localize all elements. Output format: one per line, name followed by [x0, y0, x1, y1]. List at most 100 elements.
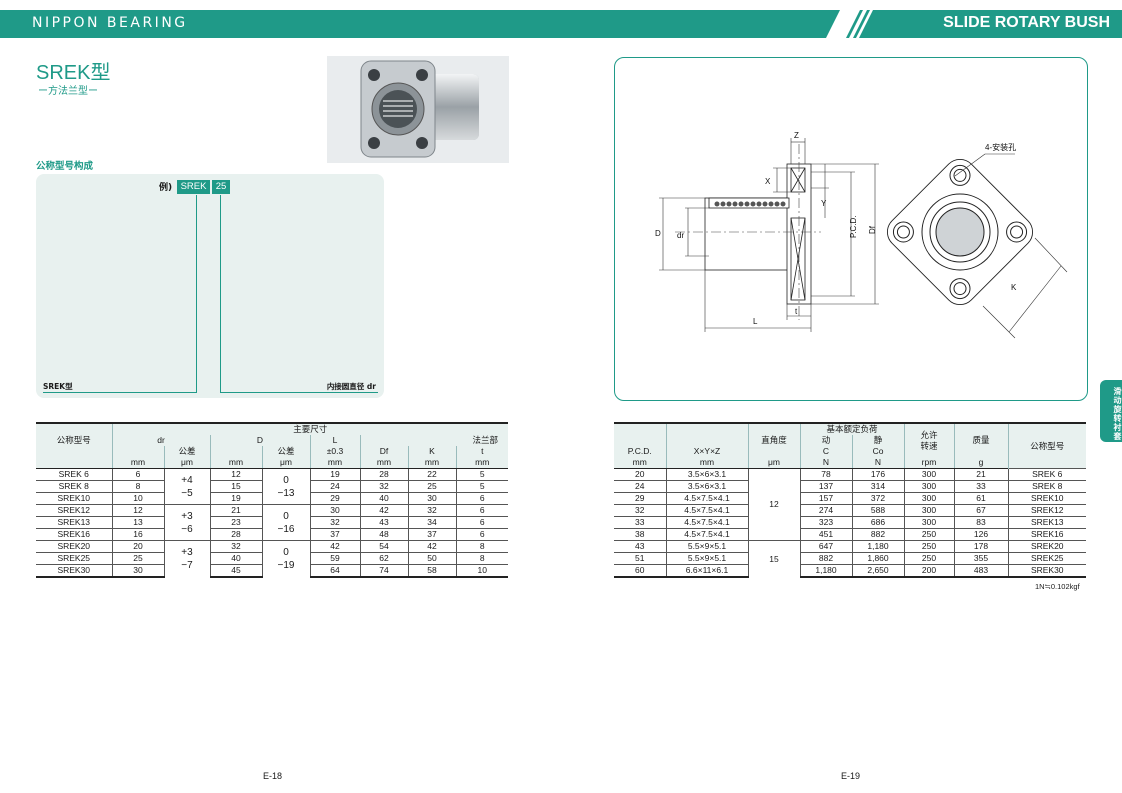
- table-cell: 176: [851, 468, 904, 481]
- table-cell: 10: [111, 492, 164, 505]
- table-cell: SREK10: [36, 492, 112, 505]
- dim-label-Df: Df: [868, 225, 877, 234]
- table-cell: 32: [359, 480, 408, 493]
- table-cell: 16: [111, 528, 164, 541]
- table-cell: 30: [111, 564, 164, 578]
- table-cell: 686: [851, 516, 904, 529]
- table-cell: 4.5×7.5×4.1: [665, 492, 748, 505]
- table-cell: 74: [359, 564, 408, 578]
- example-label: 例): [159, 183, 173, 193]
- header-bar-right: [862, 10, 1122, 38]
- table-cell: 42: [407, 540, 456, 553]
- tolerance-cell: +4−5: [163, 468, 210, 505]
- table-cell: 25: [111, 552, 164, 565]
- dim-label-x: X: [765, 177, 771, 186]
- table-cell: 37: [407, 528, 456, 541]
- table-cell: 32: [614, 504, 666, 517]
- table-cell: 137: [799, 480, 852, 493]
- side-chapter-tab[interactable]: 滑动旋转衬套: [1100, 380, 1122, 442]
- table-cell: 34: [407, 516, 456, 529]
- col-header-Df: Df: [359, 446, 408, 457]
- table-cell: 51: [614, 552, 666, 565]
- table-cell: SREK12: [1007, 504, 1086, 517]
- table-cell: 30: [407, 492, 456, 505]
- table-cell: 21: [953, 468, 1008, 481]
- table-cell: 372: [851, 492, 904, 505]
- table-cell: 1,860: [851, 552, 904, 565]
- table-cell: 61: [953, 492, 1008, 505]
- table-cell: 21: [209, 504, 262, 517]
- table-cell: 43: [359, 516, 408, 529]
- unit-label: N: [799, 457, 852, 469]
- table-cell: SREK16: [36, 528, 112, 541]
- perpendicularity-cell: 12: [747, 468, 800, 541]
- table-cell: 4.5×7.5×4.1: [665, 504, 748, 517]
- unit-label: mm: [359, 457, 408, 469]
- table-cell: 13: [111, 516, 164, 529]
- table-cell: 54: [359, 540, 408, 553]
- col-header-L: L: [309, 435, 360, 446]
- dimension-diagram-panel: Z X Y D dr P.C.D. Df L t K 4-安装孔: [614, 57, 1088, 401]
- table-cell: SREK 6: [1007, 468, 1086, 481]
- table-cell: 3.5×6×3.1: [665, 468, 748, 481]
- col-header-mass: 质量: [953, 422, 1008, 457]
- col-header-main-dimensions: 主要尺寸: [111, 422, 508, 435]
- col-header-xyz: X×Y×Z: [665, 446, 748, 457]
- tolerance-cell: +3−6: [163, 504, 210, 541]
- product-photo: [327, 56, 509, 163]
- dim-label-D: D: [655, 229, 661, 238]
- table-cell: 67: [953, 504, 1008, 517]
- table-cell: 32: [309, 516, 360, 529]
- header-title: SLIDE ROTARY BUSH: [943, 14, 1110, 31]
- dim-label-z: Z: [794, 131, 799, 140]
- note-bore-diameter: 内接圆直径 dr: [326, 382, 376, 391]
- technical-drawing: Z X Y D dr P.C.D. Df L t K 4-安装孔: [655, 131, 1068, 339]
- brand-logo: NIPPON BEARING: [32, 15, 188, 31]
- table-cell: 483: [953, 564, 1008, 578]
- table-cell: 323: [799, 516, 852, 529]
- col-header-model-right: 公称型号: [1007, 422, 1086, 469]
- table-cell: 23: [209, 516, 262, 529]
- col-header-Co: Co: [851, 446, 904, 457]
- table-cell: SREK10: [1007, 492, 1086, 505]
- perpendicularity-cell: 15: [747, 540, 800, 577]
- table-cell: 32: [209, 540, 262, 553]
- col-header-D: D: [209, 435, 310, 446]
- col-header-K: K: [407, 446, 456, 457]
- table-cell: 37: [309, 528, 360, 541]
- table-cell: SREK16: [1007, 528, 1086, 541]
- unit-label: μm: [163, 457, 210, 469]
- product-title: SREK型: [36, 62, 111, 84]
- product-subtitle: ー方法兰型ー: [38, 86, 98, 97]
- col-header-dr: dr: [111, 435, 210, 446]
- col-header-allowable-speed: 允许 转速: [903, 422, 954, 457]
- tol-lower: −5: [181, 487, 193, 499]
- table-cell: SREK13: [1007, 516, 1086, 529]
- table-cell: SREK 6: [36, 468, 112, 481]
- table-cell: 588: [851, 504, 904, 517]
- table-cell: 314: [851, 480, 904, 493]
- table-cell: 5: [455, 480, 508, 493]
- table-cell: 78: [799, 468, 852, 481]
- table-cell: 59: [309, 552, 360, 565]
- table-cell: SREK 8: [1007, 480, 1086, 493]
- connector-bore-horizontal: [220, 392, 378, 393]
- table-cell: 28: [209, 528, 262, 541]
- tol-upper: 0: [283, 474, 289, 486]
- table-cell: 300: [903, 480, 954, 493]
- table-cell: 29: [614, 492, 666, 505]
- table-cell: 24: [614, 480, 666, 493]
- table-cell: 10: [455, 564, 508, 578]
- table-cell: 28: [359, 468, 408, 481]
- col-header-L-tol: ±0.3: [309, 446, 360, 457]
- table-cell: 300: [903, 468, 954, 481]
- table-cell: 5.5×9×5.1: [665, 540, 748, 553]
- col-header-dynamic: 动: [799, 435, 852, 446]
